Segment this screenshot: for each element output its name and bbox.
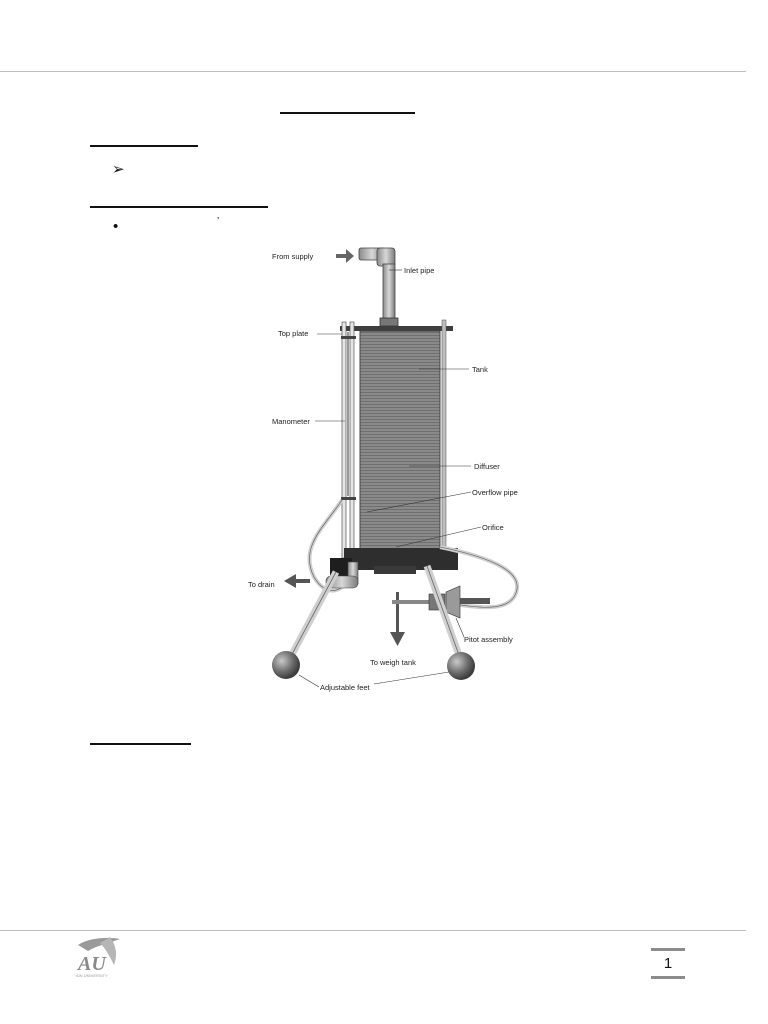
weigh-tank-arrow-icon [390,592,405,646]
svg-text:AIN UNIVERSITY: AIN UNIVERSITY [76,973,108,978]
stray-mark: ’ [217,216,220,227]
base [344,548,458,570]
orifice-apparatus-figure: From supply Inlet pipe Top plate Tank Ma… [224,242,542,704]
supply-arrow-icon [336,249,354,263]
dot-bullet-icon: • [113,218,119,235]
page-number: 1 [651,948,685,979]
svg-text:AU: AU [76,953,107,975]
drain-arrow-icon [284,574,310,588]
section-heading-underline-1 [90,145,198,147]
label-to-drain: To drain [248,580,275,589]
footer-rule [0,930,746,931]
label-tank: Tank [472,365,488,374]
foot-right [447,652,475,680]
label-diffuser: Diffuser [474,462,500,471]
label-inlet-pipe: Inlet pipe [404,266,434,275]
foot-left [272,651,300,679]
university-logo: AU AIN UNIVERSITY [70,935,126,979]
label-adjustable-feet: Adjustable feet [320,683,371,692]
inlet-pipe [358,247,399,327]
tank [359,330,441,557]
header-rule [0,71,746,72]
label-top-plate: Top plate [278,329,308,338]
label-to-weigh-tank: To weigh tank [370,658,416,667]
page-title-underline [280,112,415,114]
top-plate [340,326,453,331]
label-pitot-assembly: Pitot assembly [464,635,513,644]
section-heading-underline-2 [90,206,268,208]
label-overflow-pipe: Overflow pipe [472,488,518,497]
manometer [341,321,356,559]
label-manometer: Manometer [272,417,310,426]
arrow-bullet-icon: ➢ [112,160,125,178]
label-orifice: Orifice [482,523,504,532]
section-heading-underline-3 [90,743,191,745]
page-number-text: 1 [663,955,673,972]
label-from-supply: From supply [272,252,314,261]
